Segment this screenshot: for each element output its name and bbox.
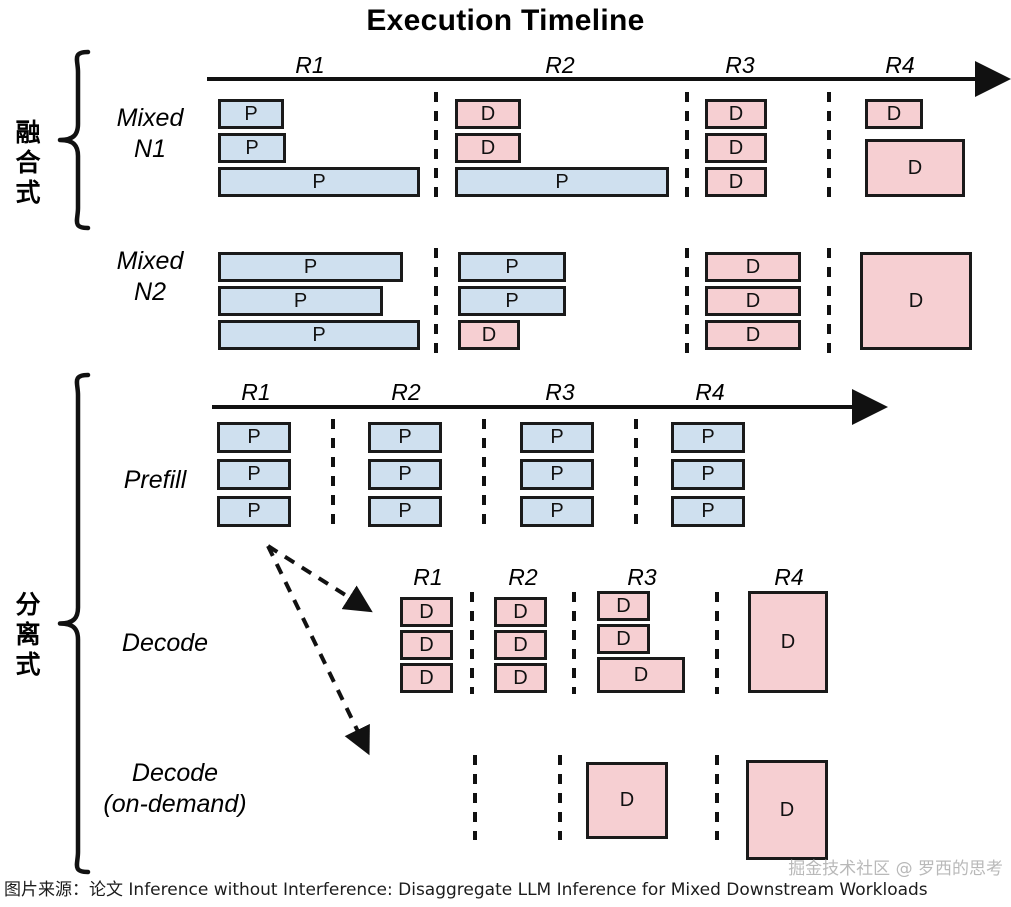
decode-block: D [705, 320, 801, 350]
decode-block: D [865, 139, 965, 197]
row-label-mixed-n1: Mixed N1 [116, 104, 184, 163]
decode-block: D [597, 624, 650, 654]
prefill-block: P [217, 422, 291, 453]
decode-block: D [597, 591, 650, 621]
prefill-block: P [455, 167, 669, 197]
prefill-block: P [218, 133, 286, 163]
prefill-block: P [218, 320, 420, 350]
row-label-decode: Decode [121, 629, 209, 657]
decode-block: D [455, 99, 521, 129]
timeline-tick-r3: R3 [545, 379, 575, 405]
prefill-block: P [218, 252, 403, 282]
decode-block: D [400, 630, 453, 660]
row-label-decode-on-demand: Decode (on-demand) [103, 759, 247, 818]
prefill-to-decode-on-demand-arrow [266, 545, 370, 756]
prefill-block: P [217, 459, 291, 490]
timeline-tick-r2: R2 [545, 52, 575, 78]
prefill-block: P [520, 422, 594, 453]
prefill-block: P [218, 99, 284, 129]
prefill-block: P [458, 252, 566, 282]
source-caption: 图片来源：论文 Inference without Interference: … [4, 880, 928, 900]
timeline-tick-r3: R3 [725, 52, 755, 78]
prefill-block: P [368, 496, 442, 527]
group-brace-fused [57, 49, 91, 231]
timeline-tick-r4: R4 [774, 564, 804, 590]
decode-block: D [455, 133, 521, 163]
decode-block: D [494, 630, 547, 660]
decode-block: D [705, 167, 767, 197]
prefill-block: P [218, 286, 383, 316]
decode-block: D [458, 320, 520, 350]
prefill-block: P [368, 422, 442, 453]
page-title: Execution Timeline [366, 4, 645, 37]
prefill-block: P [520, 459, 594, 490]
prefill-block: P [671, 422, 745, 453]
decode-block: D [494, 663, 547, 693]
timeline-tick-r3: R3 [627, 564, 657, 590]
prefill-block: P [671, 496, 745, 527]
group-label-disaggregated: 分离式 [15, 590, 41, 679]
row-label-mixed-n2: Mixed N2 [116, 247, 184, 306]
decode-block: D [865, 99, 923, 129]
decode-block: D [400, 663, 453, 693]
decode-block: D [586, 762, 668, 839]
prefill-block: P [218, 167, 420, 197]
prefill-block: P [368, 459, 442, 490]
decode-block: D [705, 133, 767, 163]
prefill-block: P [458, 286, 566, 316]
timeline-tick-r4: R4 [885, 52, 915, 78]
decode-block: D [705, 286, 801, 316]
decode-block: D [746, 760, 828, 860]
decode-block: D [705, 252, 801, 282]
decode-block: D [597, 657, 685, 693]
decode-block: D [400, 597, 453, 627]
group-label-fused: 融合式 [15, 118, 41, 207]
timeline-tick-r4: R4 [695, 379, 725, 405]
prefill-block: P [520, 496, 594, 527]
timeline-tick-r1: R1 [241, 379, 271, 405]
timeline-tick-r1: R1 [295, 52, 325, 78]
watermark-text: 掘金技术社区 @ 罗西的思考 [788, 859, 1003, 879]
timeline-tick-r2: R2 [508, 564, 538, 590]
row-label-prefill: Prefill [123, 466, 187, 494]
timeline-tick-r1: R1 [413, 564, 443, 590]
prefill-block: P [671, 459, 745, 490]
decode-block: D [860, 252, 972, 350]
decode-block: D [705, 99, 767, 129]
prefill-to-decode-arrow [266, 544, 373, 613]
timeline-tick-r2: R2 [391, 379, 421, 405]
decode-block: D [494, 597, 547, 627]
prefill-block: P [217, 496, 291, 527]
decode-block: D [748, 591, 828, 693]
